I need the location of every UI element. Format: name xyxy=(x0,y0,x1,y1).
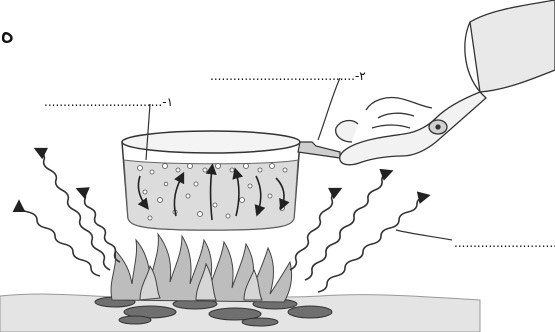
gloved-hand-icon xyxy=(336,0,555,165)
flame-icon xyxy=(111,234,292,302)
corner-mark: ه xyxy=(0,18,15,48)
saucepan-icon xyxy=(122,131,340,230)
label-3: ...........................-٣ xyxy=(454,236,555,250)
label-2: ......................................-٢ xyxy=(210,69,366,83)
leader-line-3 xyxy=(396,230,452,240)
label-1: ...............................-١ xyxy=(44,95,173,109)
